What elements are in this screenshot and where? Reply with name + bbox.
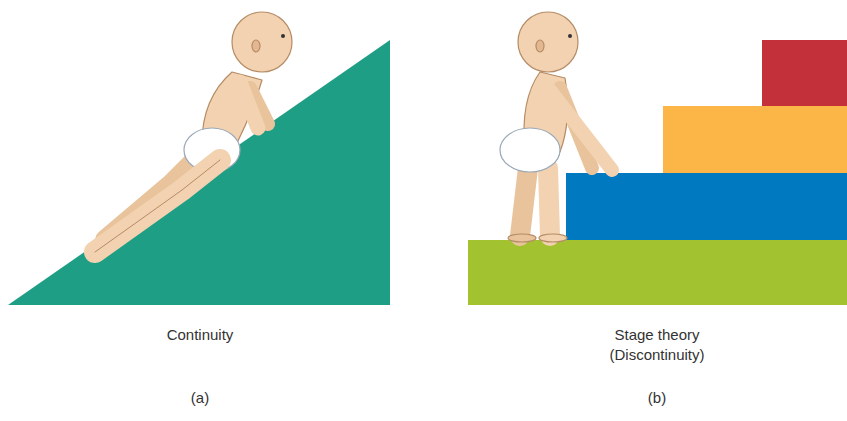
figure-label: Continuity	[167, 325, 234, 345]
step	[566, 173, 847, 240]
baby-figure	[95, 12, 292, 252]
slope	[8, 40, 390, 305]
figure-label: (a)	[191, 388, 209, 408]
baby-figure	[500, 12, 612, 242]
step	[468, 240, 847, 305]
figure-label: (b)	[648, 388, 666, 408]
figure-label: Stage theory (Discontinuity)	[598, 325, 716, 365]
step	[762, 40, 847, 106]
step	[663, 106, 847, 173]
